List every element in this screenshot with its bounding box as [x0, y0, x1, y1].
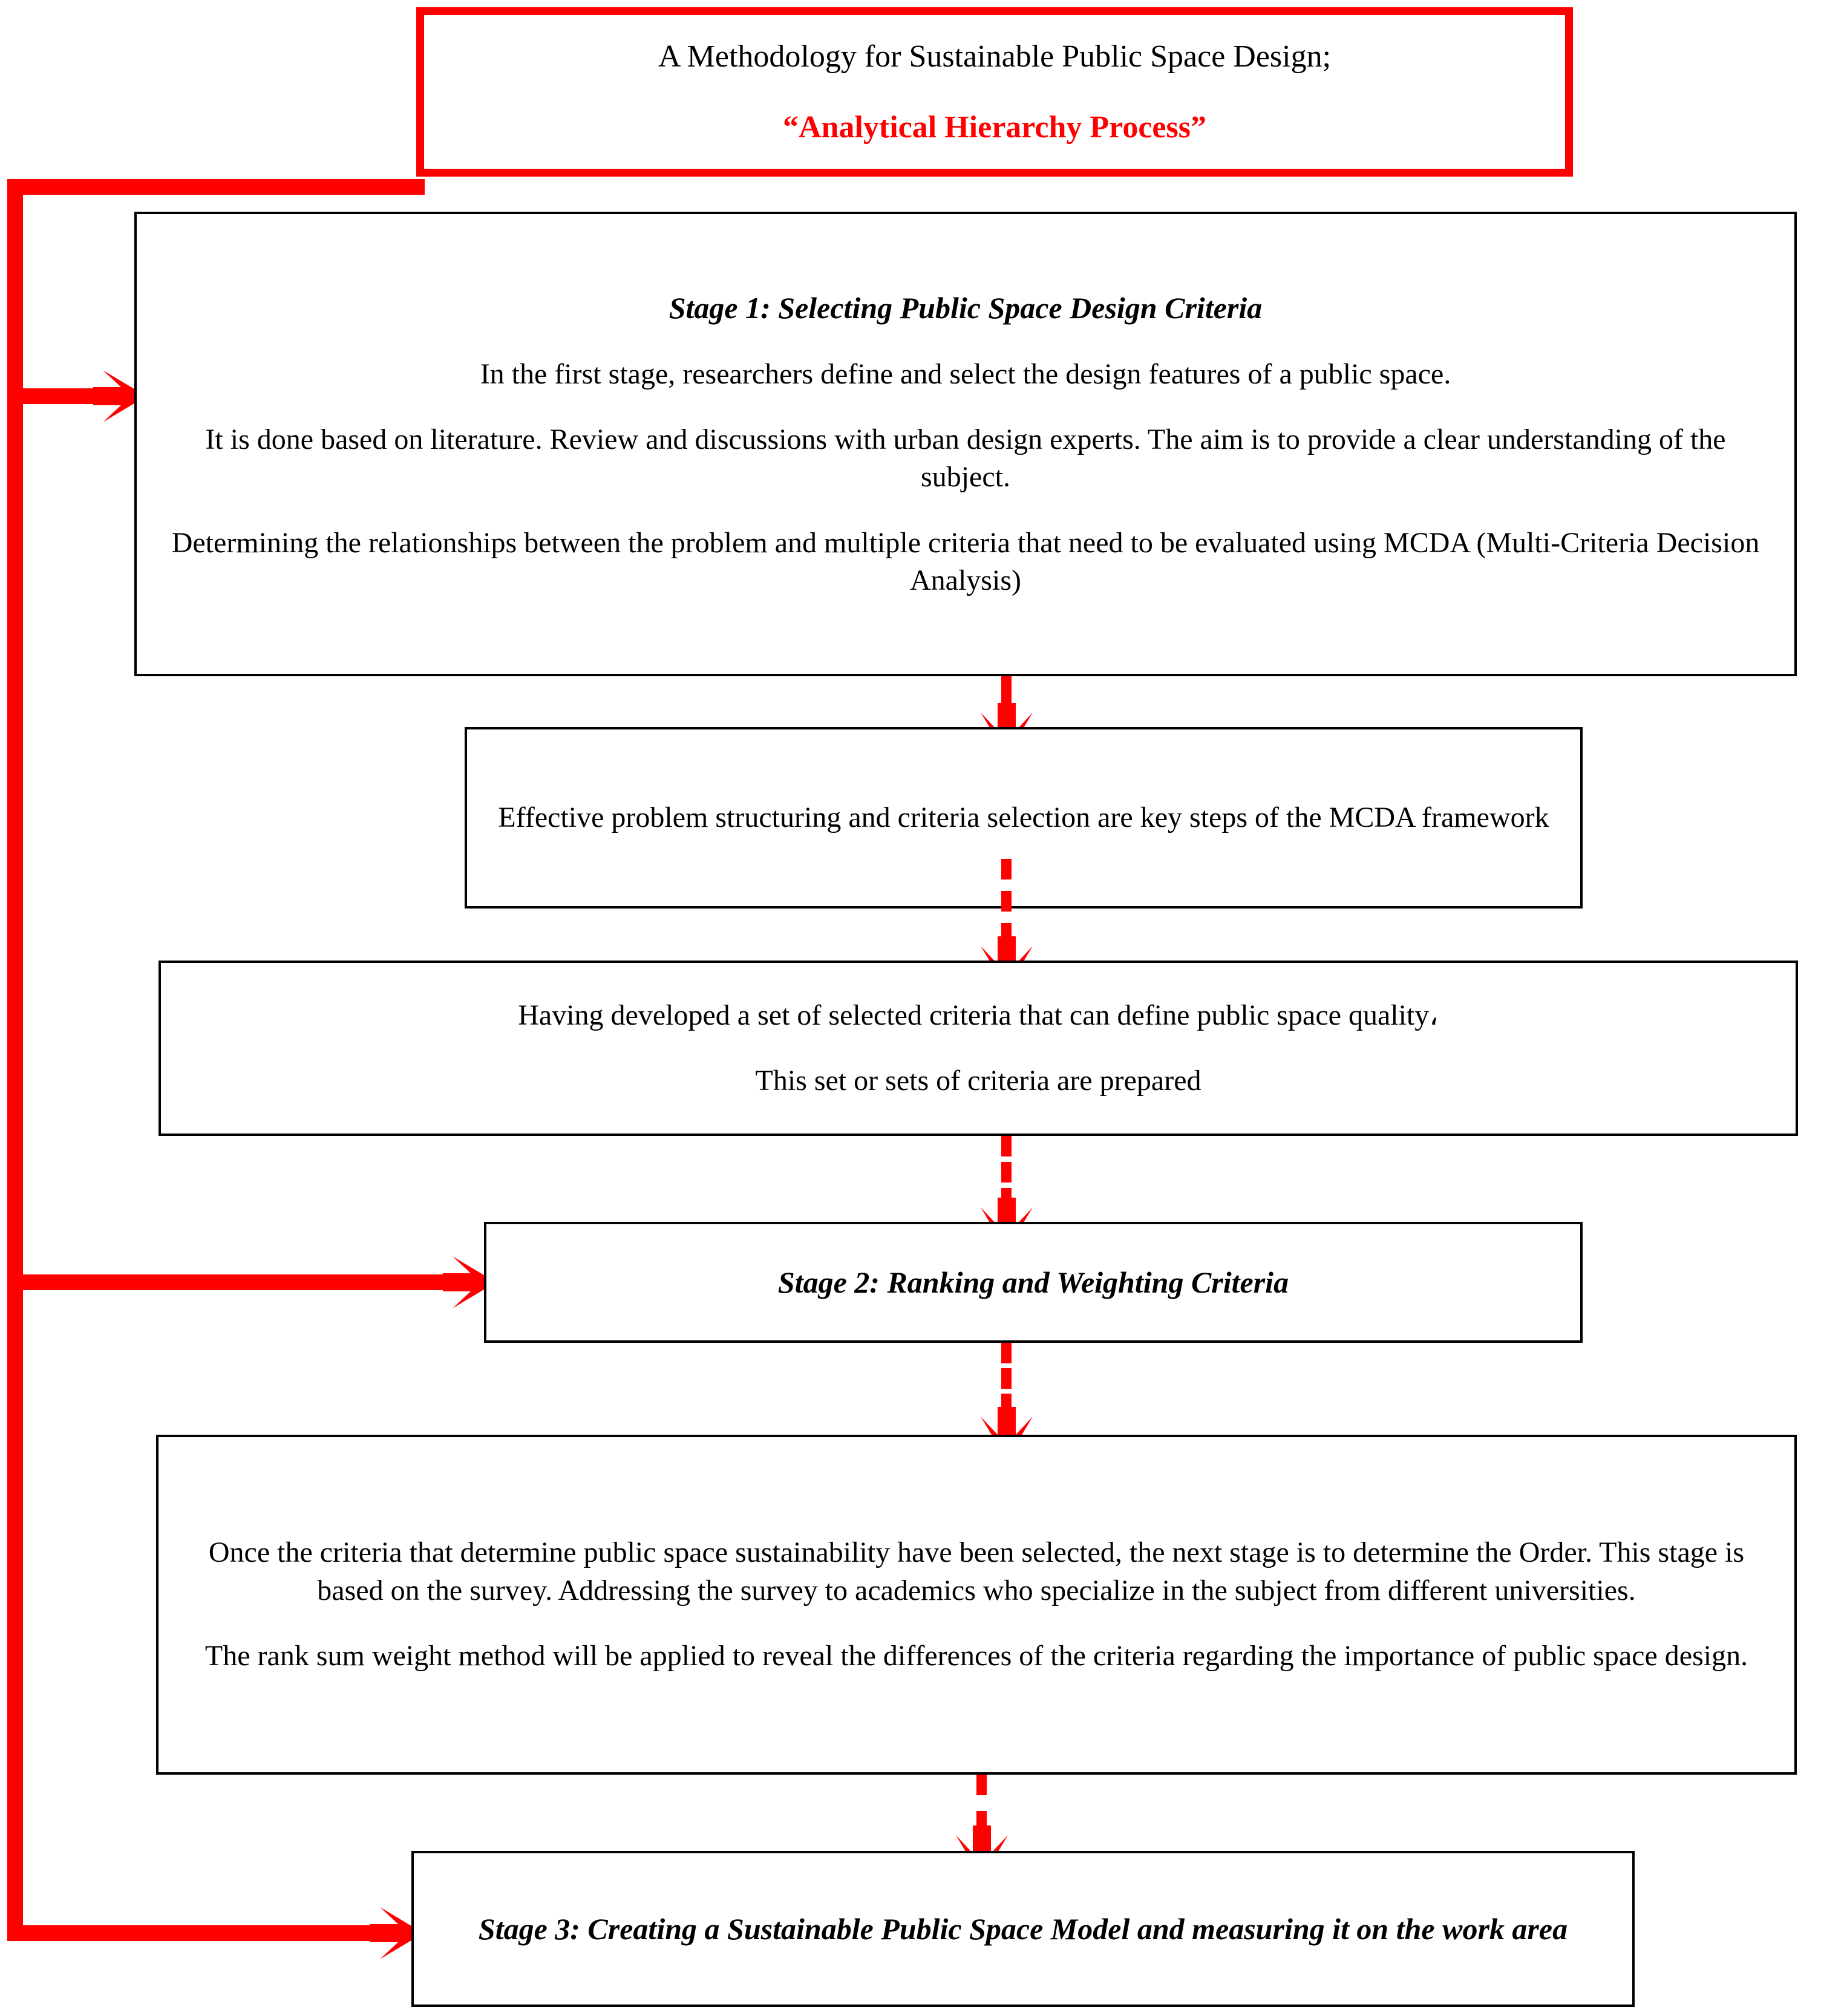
mcda-text: Effective problem structuring and criter…: [498, 801, 1549, 833]
title-subtitle: “Analytical Hierarchy Process”: [783, 110, 1206, 145]
stage1-paragraph-2: It is done based on literature. Review a…: [205, 423, 1726, 494]
arrow-title-to-stage1: [93, 370, 146, 422]
title-left-stub: [7, 179, 425, 195]
stage1-heading: Stage 1: Selecting Public Space Design C…: [669, 290, 1263, 325]
survey-ranking-box: Once the criteria that determine public …: [156, 1435, 1797, 1775]
criteria-set-box: Having developed a set of selected crite…: [159, 961, 1798, 1136]
connector-stage2-to-survey: [1001, 1343, 1012, 1414]
survey-paragraph-2: The rank sum weight method will be appli…: [204, 1640, 1748, 1672]
arrow-stage2-to-survey: [981, 1407, 1033, 1460]
title-box: A Methodology for Sustainable Public Spa…: [416, 7, 1573, 177]
branch-to-stage3: [7, 1925, 384, 1941]
survey-paragraph-1: Once the criteria that determine public …: [208, 1536, 1745, 1607]
connector-criteria-to-stage2: [1001, 1136, 1012, 1209]
arrow-title-to-stage2: [443, 1256, 496, 1308]
mcda-framework-box: Effective problem structuring and criter…: [465, 727, 1583, 909]
title-main: A Methodology for Sustainable Public Spa…: [658, 39, 1332, 74]
stage3-heading: Stage 3: Creating a Sustainable Public S…: [478, 1911, 1568, 1946]
criteria-paragraph-2: This set or sets of criteria are prepare…: [755, 1065, 1201, 1097]
stage2-box: Stage 2: Ranking and Weighting Criteria: [484, 1222, 1583, 1343]
connector-survey-to-stage3: [976, 1775, 987, 1832]
stage1-paragraph-1: In the first stage, researchers define a…: [480, 357, 1451, 390]
stage1-box: Stage 1: Selecting Public Space Design C…: [134, 212, 1797, 676]
stage3-box: Stage 3: Creating a Sustainable Public S…: [411, 1851, 1635, 2007]
stage2-heading: Stage 2: Ranking and Weighting Criteria: [777, 1265, 1289, 1299]
arrow-title-to-stage3: [370, 1907, 423, 1959]
stage1-paragraph-3: Determining the relationships between th…: [171, 526, 1760, 597]
connector-mcda-to-criteria: [1001, 859, 1012, 944]
left-spine: [7, 179, 23, 1933]
branch-to-stage2: [7, 1274, 455, 1290]
criteria-paragraph-1: Having developed a set of selected crite…: [518, 999, 1439, 1031]
